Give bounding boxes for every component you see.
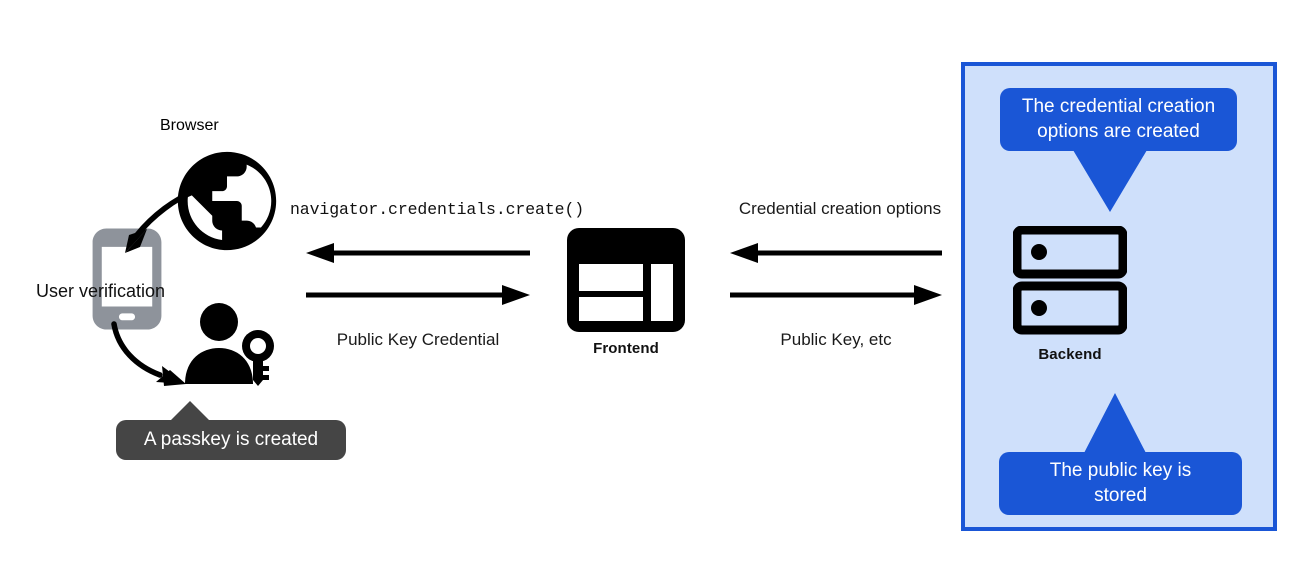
passkey-created-tooltip: A passkey is created bbox=[116, 420, 346, 460]
public-key-etc-label: Public Key, etc bbox=[780, 330, 892, 349]
credential-options-created-line2: options are created bbox=[1037, 120, 1200, 142]
server-stack-icon bbox=[1012, 225, 1128, 336]
credential-options-created-tooltip: The credential creation options are crea… bbox=[1000, 88, 1237, 151]
web-layout-icon bbox=[567, 228, 685, 332]
arrow-frontend-to-browser-icon bbox=[306, 243, 530, 263]
public-key-stored-line1: The public key is bbox=[1049, 460, 1192, 482]
credential-options-created-line1: The credential creation bbox=[1021, 96, 1216, 118]
user-verification-label: User verification bbox=[36, 281, 166, 301]
smartphone-icon bbox=[88, 220, 166, 338]
credential-creation-options-label: Credential creation options bbox=[738, 199, 942, 218]
arrow-browser-to-frontend-icon bbox=[306, 285, 530, 305]
browser-label: Browser bbox=[160, 117, 219, 134]
frontend-label: Frontend bbox=[593, 340, 659, 357]
public-key-stored-line2: stored bbox=[1094, 484, 1147, 506]
public-key-stored-tooltip-tail-icon bbox=[1083, 393, 1147, 455]
navigator-credentials-create-label: navigator.credentials.create() bbox=[290, 200, 585, 219]
globe-icon bbox=[168, 142, 286, 260]
backend-label: Backend bbox=[1038, 346, 1102, 363]
public-key-stored-tooltip: The public key is stored bbox=[999, 452, 1242, 515]
person-with-key-icon bbox=[183, 302, 283, 386]
passkey-tooltip-tail-icon bbox=[168, 401, 212, 423]
arrow-phone-to-user-icon bbox=[108, 320, 208, 400]
arrow-backend-to-frontend-icon bbox=[730, 243, 942, 263]
arrow-browser-to-phone-icon bbox=[95, 185, 205, 275]
arrow-frontend-to-backend-icon bbox=[730, 285, 942, 305]
credential-options-tooltip-tail-icon bbox=[1073, 150, 1147, 212]
public-key-credential-label: Public Key Credential bbox=[336, 330, 500, 349]
